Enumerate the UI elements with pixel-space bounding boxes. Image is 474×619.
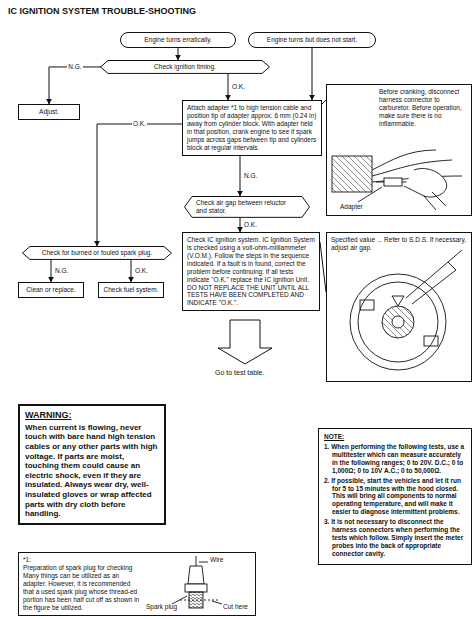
- box-text: Engine turns erratically.: [125, 36, 231, 44]
- edge-label: O.K.: [134, 267, 149, 274]
- part-label: Spark plug: [146, 603, 177, 610]
- instruction-label: Go to test table.: [215, 369, 264, 377]
- box-heading: *1:: [23, 556, 141, 564]
- check-hexagon: Check air gap between reluctor and stato…: [184, 196, 310, 218]
- flow-arrow: [49, 67, 101, 104]
- box-text: Preparation of spark plug for checking M…: [23, 564, 141, 612]
- callout-box: Specified value ... Refer to S.D.S. If n…: [326, 232, 472, 382]
- box-heading: NOTE:: [324, 433, 466, 441]
- part-label: Adapter: [340, 203, 363, 210]
- spark-plug-figure: [172, 556, 222, 608]
- box-text: When current is flowing, never touch wit…: [25, 423, 159, 519]
- edge-label: N.G.: [54, 267, 69, 274]
- box-text: Attach adapter *1 to high tension cable …: [187, 104, 317, 152]
- box-text: Before cranking, disconnect harness conn…: [379, 88, 467, 128]
- note-box: NOTE: 1. When performing the following te…: [318, 428, 472, 565]
- check-hexagon: Check for burned or fouled spark plug.: [22, 246, 172, 260]
- box-text: Engine turns but does not start.: [253, 36, 371, 44]
- flow-arrow: [178, 48, 179, 60]
- start-box: Engine turns erratically.: [120, 32, 236, 48]
- box-heading: WARNING:: [25, 410, 159, 421]
- hexagon-shape: [185, 197, 310, 218]
- adapter-illustration: [332, 150, 462, 210]
- box-text: 1. When performing the following tests, …: [324, 443, 466, 475]
- part-label: Wire: [210, 556, 223, 563]
- edge-label: N.G.: [243, 172, 258, 179]
- flow-arrow: [51, 260, 52, 282]
- check-hexagon: Check ignition timing.: [100, 60, 270, 74]
- box-text: Specified value ... Refer to S.D.S. If n…: [331, 236, 467, 252]
- warning-box: WARNING: When current is flowing, never t…: [18, 404, 166, 525]
- box-text: 2. If possible, start the vehicles and l…: [324, 477, 466, 517]
- hexagon-shape: [101, 61, 270, 74]
- flow-arrow: [312, 48, 313, 100]
- flow-arrow: [240, 156, 241, 196]
- flow-arrow: [240, 218, 241, 232]
- action-box: Adjust.: [18, 104, 80, 120]
- box-text: Clean or replace.: [23, 286, 79, 294]
- distributor-illustration: [350, 250, 462, 370]
- callout-box: Before cranking, disconnect harness conn…: [326, 84, 472, 216]
- flow-arrow: [228, 74, 229, 100]
- box-text: 3. It is not necessary to disconnect the…: [324, 518, 466, 558]
- edge-label: N.G.: [67, 63, 82, 70]
- box-text: Check fuel system.: [103, 286, 159, 294]
- box-text: Check for burned or fouled spark plug.: [34, 249, 160, 257]
- page-title: IC IGNITION SYSTEM TROUBLE-SHOOTING: [8, 7, 196, 17]
- edge-label: O.K.: [231, 83, 246, 90]
- outline-arrow: [218, 320, 272, 364]
- box-text: Adjust.: [23, 108, 75, 116]
- box-text: Check ignition timing.: [112, 63, 258, 71]
- flow-arrow: [131, 260, 132, 282]
- part-label: Cut here: [223, 603, 248, 610]
- edge-label: O.K.: [132, 120, 147, 127]
- edge-label: O.K.: [243, 221, 258, 228]
- box-text: Check air gap between reluctor and stato…: [196, 199, 298, 215]
- box-text: Check IC ignition system. IC Ignition Sy…: [187, 236, 315, 307]
- hexagon-shape: [23, 247, 172, 260]
- process-box: Check IC ignition system. IC Ignition Sy…: [182, 232, 320, 311]
- action-box: Check fuel system.: [98, 282, 164, 298]
- action-box: Clean or replace.: [18, 282, 84, 298]
- start-box: Engine turns but does not start.: [248, 32, 376, 48]
- flow-arrow: [97, 124, 182, 246]
- process-box: Attach adapter *1 to high tension cable …: [182, 100, 322, 156]
